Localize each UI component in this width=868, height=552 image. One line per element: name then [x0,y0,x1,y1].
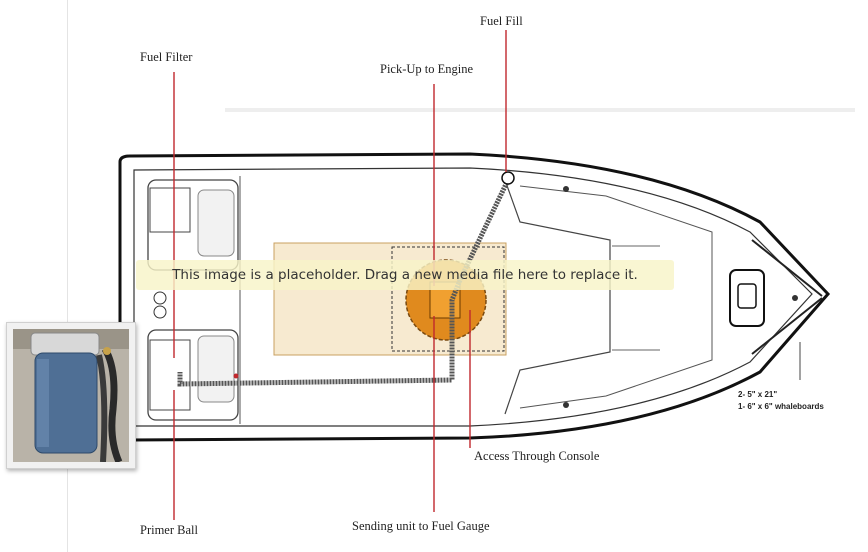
fuel-fill-label: Fuel Fill [480,14,523,28]
fuel-filter-photo [6,322,136,469]
whaleboard-note-line1: 2- 5" x 21" [738,390,778,399]
primer-ball-label: Primer Ball [140,523,198,537]
fuel-filter-label: Fuel Filter [140,50,193,64]
whaleboards [751,239,823,355]
anchor-locker [729,269,765,327]
placeholder-text: This image is a placeholder. Drag a new … [172,267,638,283]
fuel-hose [177,178,511,387]
forward-deck [519,185,713,409]
console-outline [504,179,611,415]
bow-cleat [792,295,798,301]
aft-box-2 [149,339,191,411]
page-shadow [225,108,855,112]
primer-ball-marker [233,373,239,379]
pickup-label: Pick-Up to Engine [380,62,474,76]
page-margin-rule [67,0,68,552]
aft-seat-2 [197,335,235,403]
aft-seat-1 [197,189,235,257]
cleat-2 [563,402,569,408]
cleat-1 [563,186,569,192]
drain-1 [153,291,167,305]
hull-inner-line [133,167,813,427]
anchor-locker-lid [737,283,757,309]
sending-unit-label: Sending unit to Fuel Gauge [352,519,490,533]
console-footprint [391,246,505,352]
whaleboard-note-line2: 1- 6" x 6" whaleboards [738,402,824,411]
fuel-fill-cap [501,171,515,185]
access-label: Access Through Console [474,449,600,463]
drain-2 [153,305,167,319]
aft-box-1 [149,187,191,233]
fuel-filter-image [13,329,129,462]
media-placeholder-banner[interactable]: This image is a placeholder. Drag a new … [136,260,674,290]
